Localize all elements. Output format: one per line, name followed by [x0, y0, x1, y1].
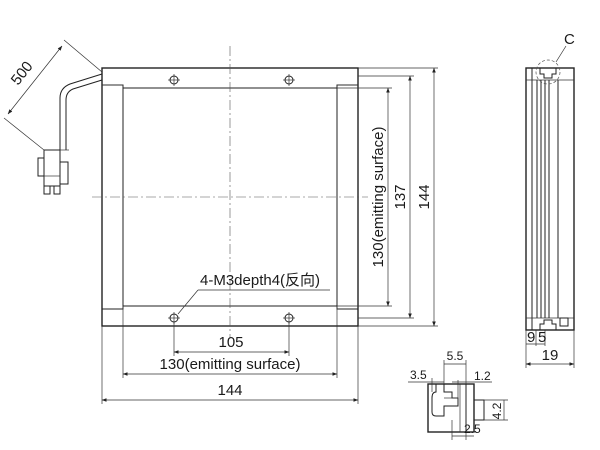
emitting-height-label: 130(emitting surface) — [370, 127, 387, 268]
detail-dim-4-2: 4.2 — [490, 402, 504, 419]
detail-dim-1-2: 1.2 — [474, 369, 491, 383]
detail-dim-5-5: 5.5 — [447, 349, 464, 363]
hole-pitch-h-label: 105 — [218, 334, 243, 351]
detail-dim-2-5: 2.5 — [464, 422, 481, 436]
side-dim-9: 9 — [527, 329, 535, 346]
side-body — [525, 67, 575, 331]
outer-width-label: 144 — [217, 382, 242, 399]
emitting-width-label: 130(emitting surface) — [160, 356, 301, 373]
detail-profile — [427, 383, 475, 433]
connector — [37, 149, 69, 195]
side-dim-19: 19 — [542, 347, 559, 364]
detail-dim-3-5: 3.5 — [410, 368, 427, 382]
side-dim-5: 5 — [538, 329, 546, 346]
mounting-hole-top-right — [283, 74, 295, 86]
screw-note-leader — [177, 289, 199, 315]
outer-height-label: 144 — [416, 184, 433, 209]
front-view: 500 4-M3depth4(反向) 105 130(emitting surf… — [3, 39, 438, 404]
screw-note: 4-M3depth4(反向) — [200, 272, 320, 289]
detail-c-label: C — [564, 31, 575, 48]
side-view: C 9 5 19 — [525, 31, 575, 368]
cable — [57, 73, 103, 151]
mounting-hole-top-left — [168, 74, 180, 86]
detail-c-circle — [535, 59, 561, 85]
hole-pitch-v-label: 137 — [392, 184, 409, 209]
detail-view: 5.5 3.5 1.2 4.2 2.5 — [408, 349, 508, 440]
cable-length-dimension — [3, 39, 103, 151]
